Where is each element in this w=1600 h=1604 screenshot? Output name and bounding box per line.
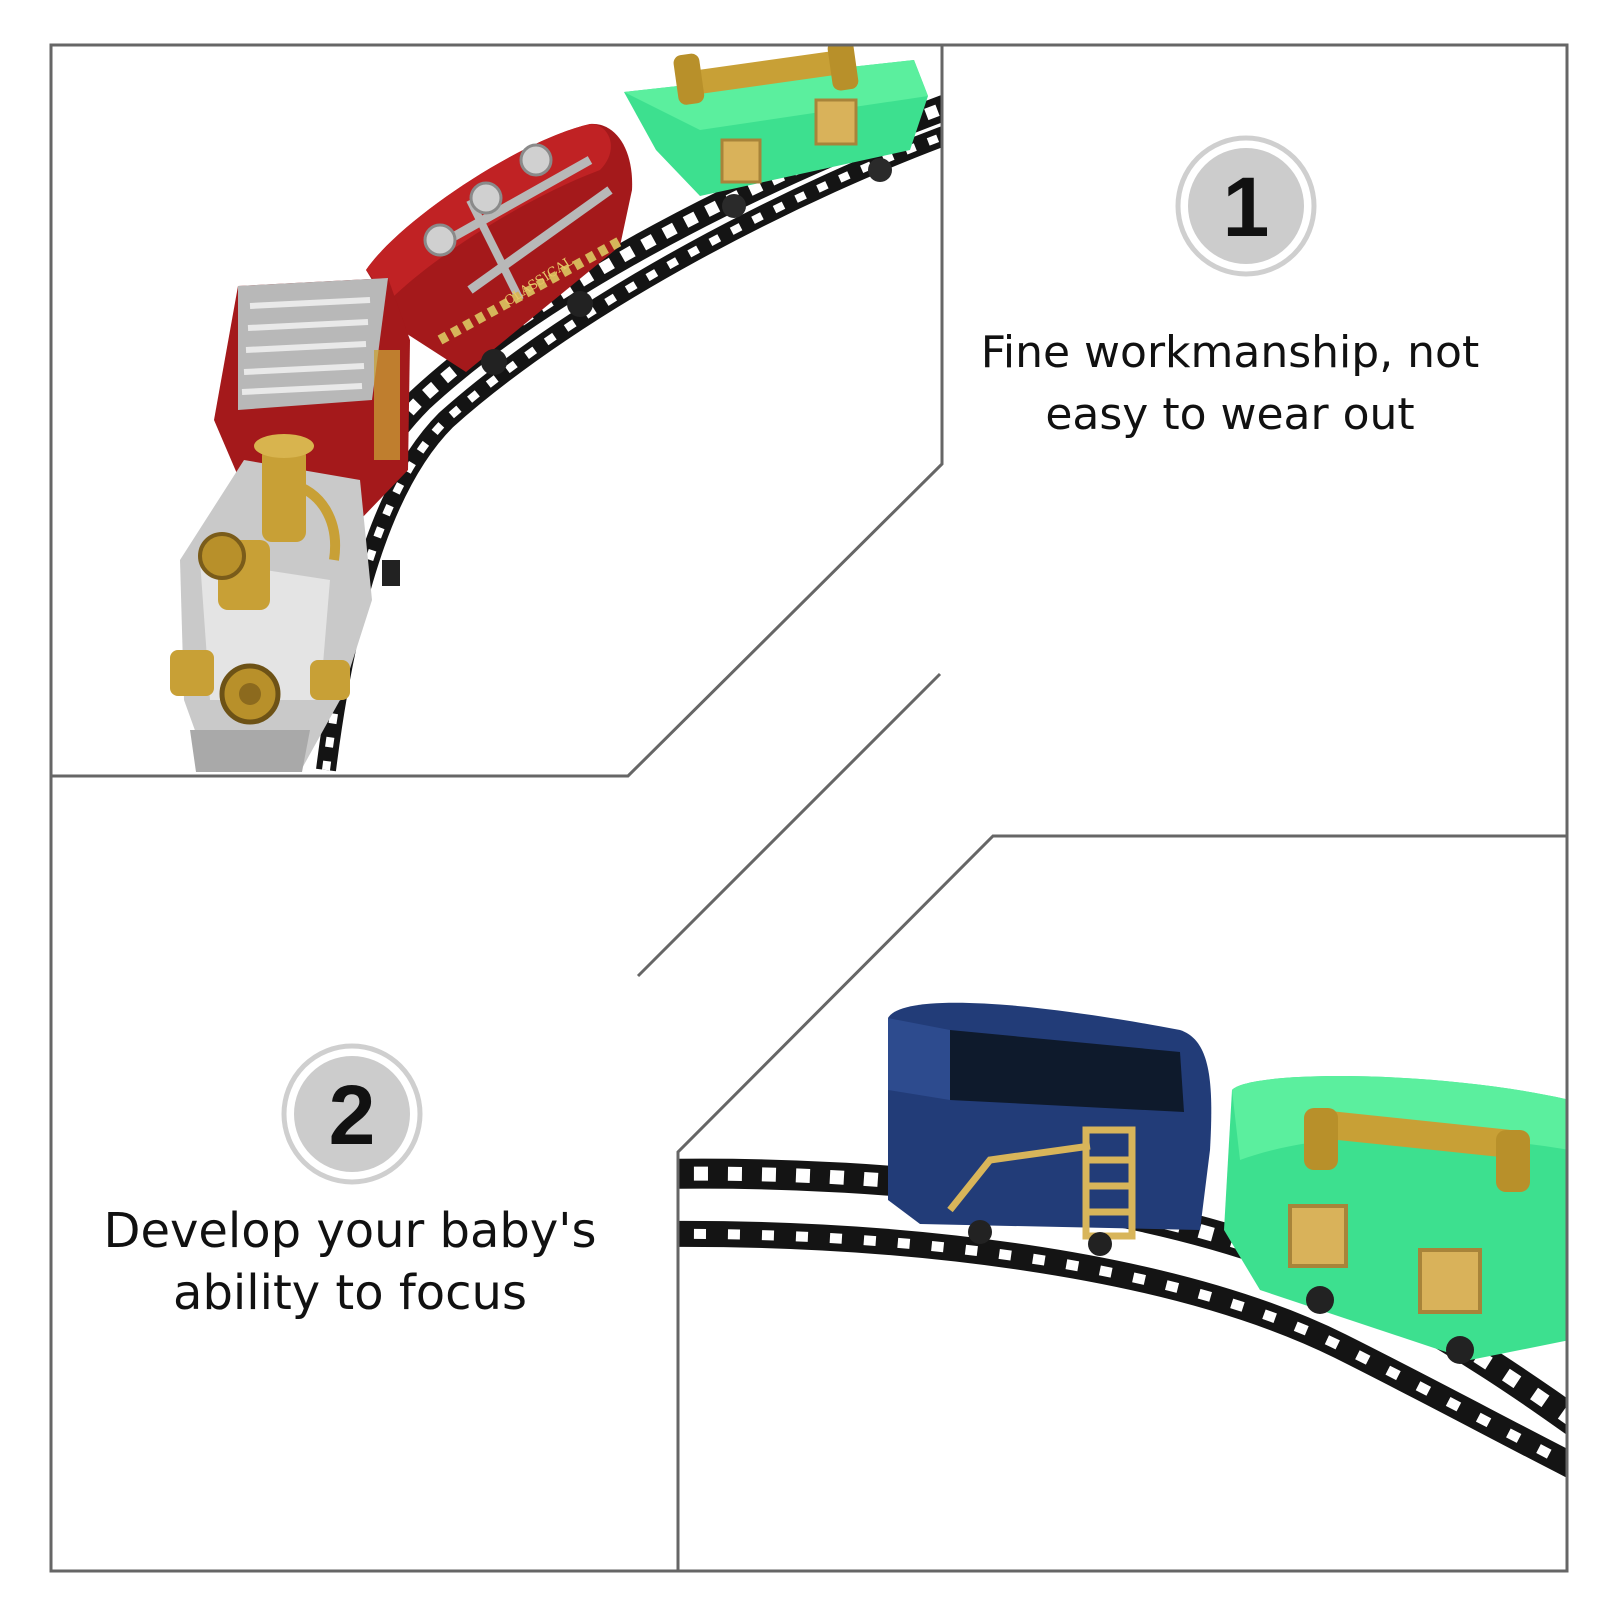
locomotive-photo (170, 46, 942, 772)
feature-2-description: Develop your baby's ability to focus (60, 1200, 640, 1324)
feature-badge-2: 2 (281, 1043, 423, 1185)
feature-2-line-2: ability to focus (173, 1265, 527, 1321)
feature-1-line-1: Fine workmanship, not (980, 327, 1480, 378)
frame-lines (49, 43, 1569, 1573)
tender-photo (678, 1002, 1566, 1492)
feature-1-description: Fine workmanship, not easy to wear out (950, 322, 1510, 446)
feature-badge-1-number: 1 (1223, 160, 1270, 254)
feature-2-line-1: Develop your baby's (103, 1203, 597, 1259)
feature-1-line-2: easy to wear out (1045, 389, 1415, 440)
green-passenger-car-bottom (1224, 1076, 1566, 1364)
top-panel-border (52, 46, 944, 778)
feature-badge-1: 1 (1175, 135, 1317, 277)
diagonal-accent-line (636, 672, 942, 978)
feature-badge-2-number: 2 (329, 1068, 376, 1162)
locomotive (170, 278, 410, 772)
green-passenger-car (624, 46, 928, 218)
blue-coal-tender (888, 1002, 1212, 1256)
bottom-panel-border (676, 834, 1566, 1570)
red-coal-car (366, 123, 633, 375)
